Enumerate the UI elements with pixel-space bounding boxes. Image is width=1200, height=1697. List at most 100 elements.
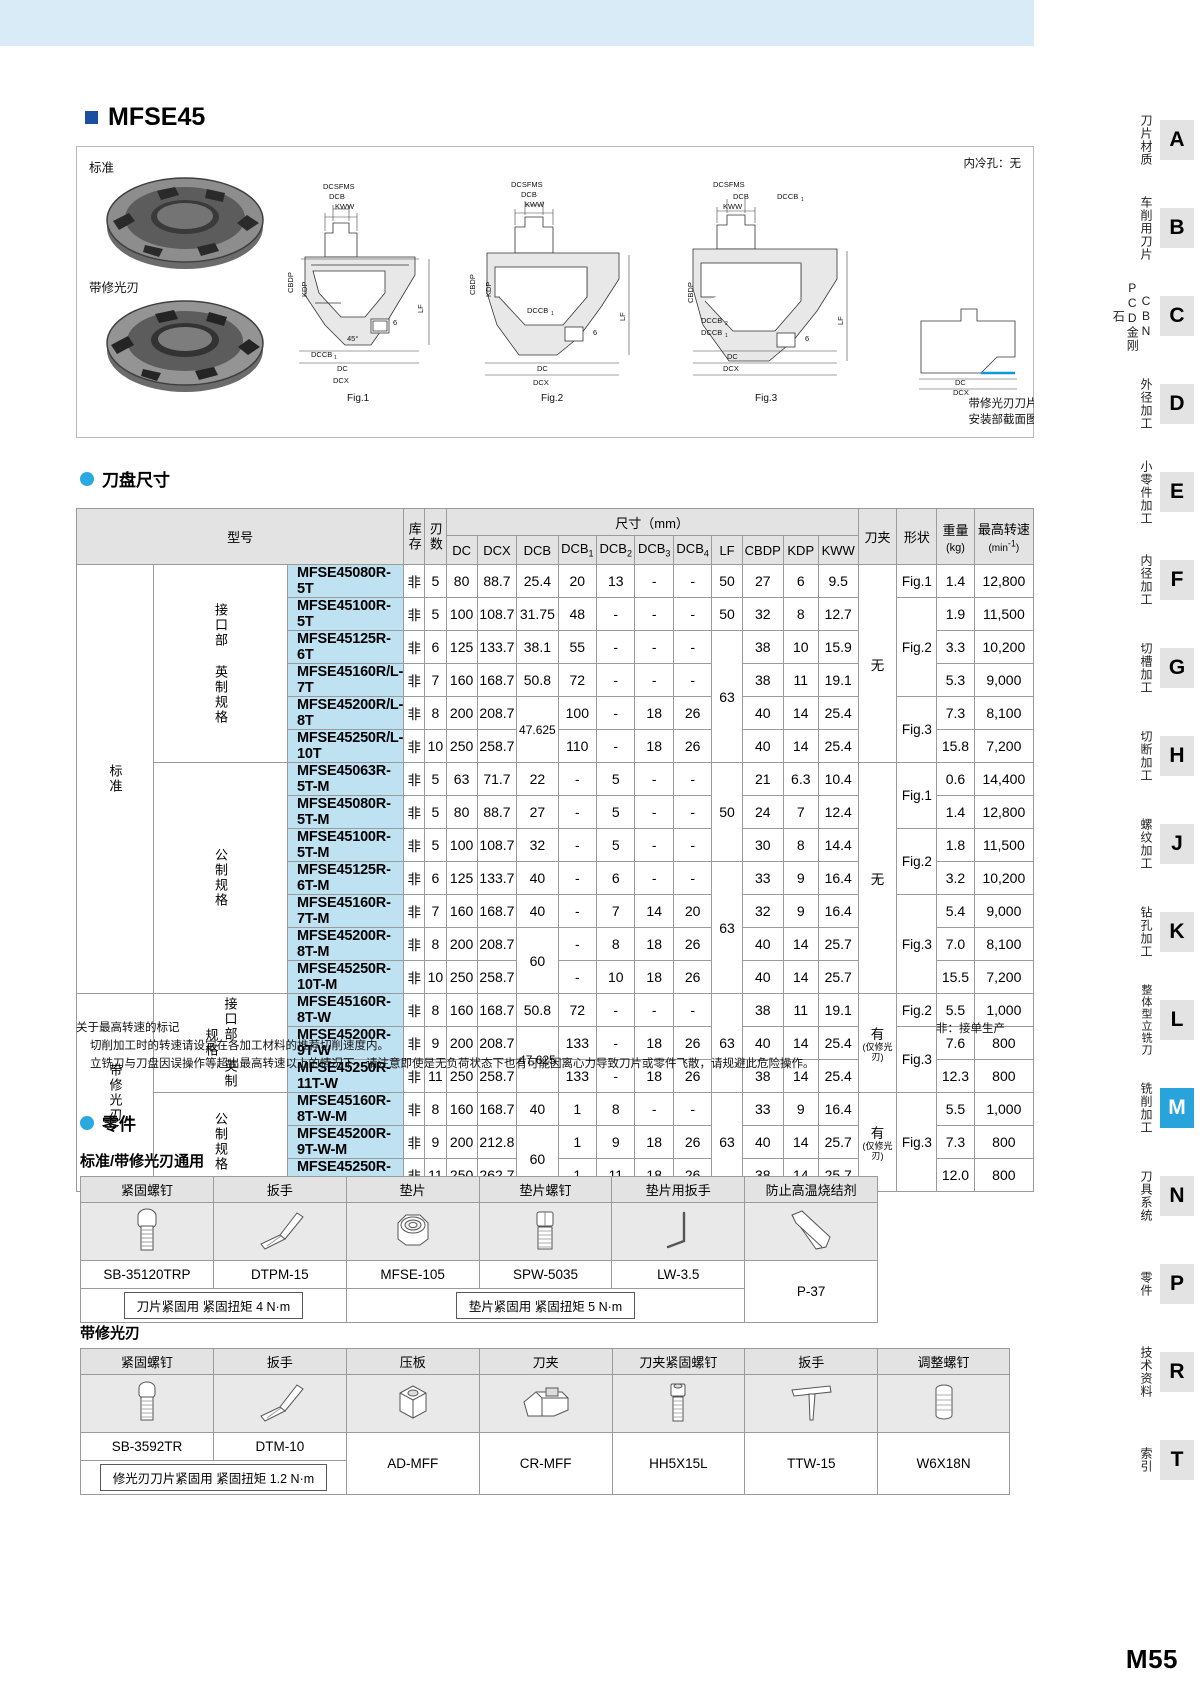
table-row[interactable]: 公制规格 MFSE45063R-5T-M 非 5 63 71.7 22 - 5 …: [77, 762, 1035, 994]
dot-bullet-icon: [80, 471, 94, 486]
stock-cell: 非: [403, 1026, 426, 1060]
col-dcb3: DCB3: [634, 535, 674, 565]
table-row[interactable]: MFSE45100R-5T 非 5 100 108.7 31.75 48 - -…: [77, 597, 1035, 697]
svg-text:KDP: KDP: [484, 282, 493, 297]
table-row[interactable]: MFSE45125R-6T 非 6 125 133.7 38.1 55 - - …: [77, 630, 1035, 763]
table-row[interactable]: 带修光刃 接口部 英制规格 MFSE45160R-8T-W 非 8 160 16…: [76, 993, 1035, 1192]
model-cell[interactable]: MFSE45125R-6T-M: [286, 861, 405, 895]
model-cell[interactable]: MFSE45063R-5T-M: [286, 762, 405, 796]
dcb-cell: 50.8: [516, 663, 559, 697]
rail-letter-R: R: [1160, 1352, 1194, 1392]
kww-cell: 16.4: [817, 894, 859, 928]
dcb-cell: 31.75: [516, 597, 559, 631]
model-cell[interactable]: MFSE45200R-9T-W: [286, 1026, 405, 1060]
kdp-cell: 14: [782, 696, 819, 730]
kdp-cell: 14: [782, 960, 819, 994]
figure-label-wiper: 带修光刃: [89, 281, 140, 295]
model-cell[interactable]: MFSE45160R-8T-W-M: [286, 1092, 405, 1126]
dc-cell: 125: [445, 630, 478, 664]
rail-item-K[interactable]: 钻孔加工 K: [1034, 888, 1200, 976]
table-row[interactable]: MFSE45100R-5T-M 非 5 100 108.7 32 - 5 - -…: [77, 828, 1035, 895]
model-cell[interactable]: MFSE45160R-7T-M: [286, 894, 405, 928]
dc-cell: 250: [445, 960, 478, 994]
col-weight: 重量(kg): [936, 508, 975, 565]
cutter-photo-standard: [106, 177, 264, 269]
dcb4-cell: 26: [672, 729, 713, 763]
svg-text:LF: LF: [416, 304, 425, 313]
shape-cell: Fig.1: [896, 762, 938, 829]
rail-item-M[interactable]: 铣削加工 M: [1034, 1064, 1200, 1152]
svg-text:DCX: DCX: [533, 378, 549, 387]
rail-item-C[interactable]: CBN PCD金刚石 C: [1034, 272, 1200, 360]
weight-cell: 5.5: [936, 1092, 975, 1126]
table-row[interactable]: MFSE45200R-9T-W 非 9 200 208.7 47.625 133…: [77, 1026, 1035, 1093]
model-cell[interactable]: MFSE45100R-5T: [286, 597, 405, 631]
page-title: MFSE45: [85, 103, 205, 132]
rail-item-G[interactable]: 切槽加工 G: [1034, 624, 1200, 712]
table-row[interactable]: MFSE45250R-10T-M 非 10 250 258.7 - 10 18 …: [77, 960, 1035, 994]
rail-item-L[interactable]: 整体型立铣刀 L: [1034, 976, 1200, 1064]
rail-item-E[interactable]: 小零件加工 E: [1034, 448, 1200, 536]
svg-text:1: 1: [551, 311, 554, 317]
group-standard: 标准: [76, 564, 154, 994]
cbdp-cell: 40: [741, 927, 784, 961]
stock-cell: 非: [403, 828, 426, 862]
model-cell[interactable]: MFSE45160R/L-7T: [286, 663, 405, 697]
model-cell[interactable]: MFSE45200R-9T-W-M: [286, 1125, 405, 1159]
rail-item-R[interactable]: 技术资料 R: [1034, 1328, 1200, 1416]
rail-item-D[interactable]: 外径加工 D: [1034, 360, 1200, 448]
dcb2-cell: -: [596, 1059, 636, 1093]
model-cell[interactable]: MFSE45125R-6T: [286, 630, 405, 664]
parts-table-wiper: 紧固螺钉 扳手 压板 刀夹 刀夹紧固螺钉 扳手 调整螺钉: [80, 1348, 1010, 1495]
torque-shim: 垫片紧固用 紧固扭矩 5 N·m: [345, 1288, 746, 1323]
rail-label-K: 钻孔加工: [1139, 906, 1153, 958]
model-cell[interactable]: MFSE45160R-8T-W: [286, 993, 405, 1027]
model-cell[interactable]: MFSE45250R-11T-W: [286, 1059, 405, 1093]
svg-text:LF: LF: [836, 316, 845, 325]
table-row[interactable]: MFSE45200R-8T-M 非 8 200 208.7 60 - 8 18 …: [77, 927, 1035, 994]
dcb-cell: 32: [516, 828, 559, 862]
flutes-cell: 8: [424, 696, 447, 730]
table-row[interactable]: MFSE45160R-7T-M 非 7 160 168.7 40 - 7 14 …: [77, 894, 1035, 994]
footnote-line1: 切削加工时的转速请设定在各加工材料的推荐切削速度内。: [90, 1039, 389, 1052]
group-metric2: 公制规格: [153, 1092, 288, 1192]
rail-letter-G: G: [1160, 648, 1194, 688]
weight-cell: 1.9: [936, 597, 975, 631]
table-row[interactable]: MFSE45200R-9T-W-M 非 9 200 212.8 60 1 9 1…: [77, 1125, 1035, 1192]
flutes-cell: 9: [424, 1026, 447, 1060]
stock-cell: 非: [403, 927, 426, 961]
model-cell[interactable]: MFSE45080R-5T: [286, 564, 405, 598]
rail-item-B[interactable]: 车削用刀片 B: [1034, 184, 1200, 272]
parts1-name-0: SB-35120TRP: [80, 1260, 214, 1289]
rail-item-A[interactable]: 刀片材质 A: [1034, 96, 1200, 184]
svg-text:6: 6: [805, 334, 809, 343]
cbdp-cell: 40: [741, 696, 784, 730]
rail-item-F[interactable]: 内径加工 F: [1034, 536, 1200, 624]
model-cell[interactable]: MFSE45100R-5T-M: [286, 828, 405, 862]
table-row[interactable]: MFSE45250R/L-10T 非 10 250 258.7 110 - 18…: [77, 729, 1035, 763]
stock-cell: 非: [403, 1092, 426, 1126]
model-cell[interactable]: MFSE45200R/L-8T: [286, 696, 405, 730]
table-row[interactable]: MFSE45080R-5T-M 非 5 80 88.7 27 - 5 - - 2…: [77, 795, 1035, 829]
dcb1-cell: 72: [557, 663, 598, 697]
rail-item-T[interactable]: 索引 T: [1034, 1416, 1200, 1504]
table-row[interactable]: 公制规格 MFSE45160R-8T-W-M 非 8 160 168.7 40 …: [77, 1092, 1035, 1192]
table-row[interactable]: MFSE45200R/L-8T 非 8 200 208.7 47.625 100…: [77, 696, 1035, 763]
model-cell[interactable]: MFSE45080R-5T-M: [286, 795, 405, 829]
col-dc: DC: [445, 535, 478, 565]
model-cell[interactable]: MFSE45200R-8T-M: [286, 927, 405, 961]
col-dcb2: DCB2: [596, 535, 636, 565]
square-bullet-icon: [85, 111, 98, 124]
model-cell[interactable]: MFSE45250R/L-10T: [286, 729, 405, 763]
parts2-name-5: TTW-15: [744, 1432, 879, 1495]
cbdp-cell: 33: [741, 1092, 784, 1126]
rail-item-P[interactable]: 零件 P: [1034, 1240, 1200, 1328]
rail-item-N[interactable]: 刀具系统 N: [1034, 1152, 1200, 1240]
rail-item-J[interactable]: 螺纹加工 J: [1034, 800, 1200, 888]
table-row[interactable]: 标准 接口部 英制规格 MFSE45080R-5T 非 5 80 88.7 25…: [76, 564, 1035, 994]
table-row[interactable]: MFSE45160R/L-7T 非 7 160 168.7 50.8 72 - …: [77, 663, 1035, 697]
dcx-cell: 88.7: [476, 795, 518, 829]
model-cell[interactable]: MFSE45250R-10T-M: [286, 960, 405, 994]
rail-item-H[interactable]: 切断加工 H: [1034, 712, 1200, 800]
